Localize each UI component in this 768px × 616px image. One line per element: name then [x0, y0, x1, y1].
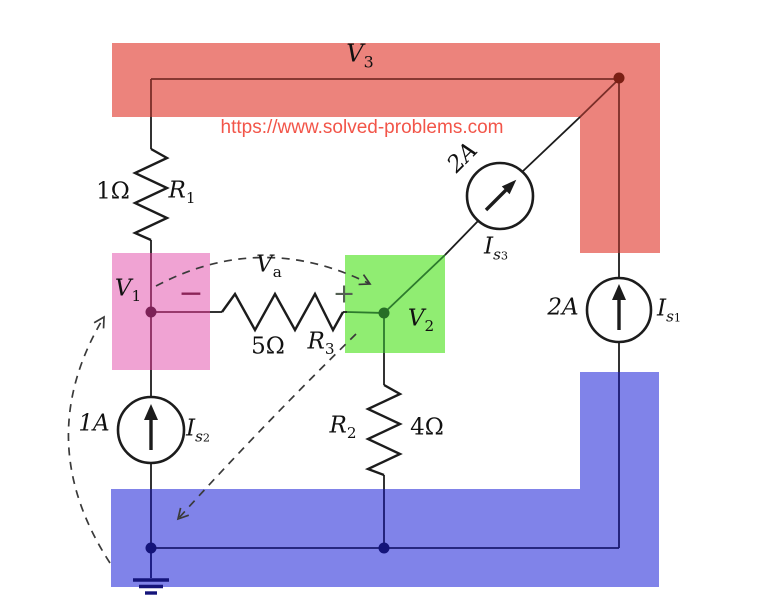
label-is2-value: 1A	[78, 410, 110, 437]
label-v3: V3	[346, 39, 374, 72]
label-minus-sign: −	[178, 276, 204, 311]
label-v2: V2	[407, 305, 435, 336]
current-source-is2	[116, 395, 186, 465]
dashed-arrow-va	[155, 256, 372, 287]
label-r3-name: R3	[307, 328, 335, 359]
current-source-is1	[585, 276, 653, 344]
label-plus-sign: +	[332, 278, 356, 310]
node-dot-ground-mid	[378, 542, 390, 554]
node-v3-highlight	[112, 43, 660, 253]
label-is2-name: Is2	[185, 415, 211, 446]
node-dot-v3	[613, 72, 625, 84]
label-v1: V1	[114, 275, 142, 306]
label-r2-name: R2	[329, 412, 357, 443]
resistor-r3	[221, 291, 345, 333]
watermark-url: https://www.solved-problems.com	[220, 117, 504, 138]
label-is1-value: 2A	[547, 294, 579, 321]
label-is1-name: Is1	[656, 295, 682, 326]
dashed-arrow-to-ground	[176, 333, 357, 521]
resistor-r1	[132, 147, 170, 242]
label-r2-value: 4Ω	[410, 414, 444, 441]
ground-node-highlight	[111, 372, 659, 587]
current-source-is3	[465, 161, 535, 231]
ground-symbol	[133, 548, 169, 595]
node-dot-v1	[145, 306, 157, 318]
resistor-r2	[364, 383, 403, 477]
dashed-arrow-to-v1	[67, 315, 111, 564]
label-r3-value: 5Ω	[251, 333, 285, 360]
label-is3-name: Is3	[483, 233, 509, 264]
label-r1-value: 1Ω	[96, 178, 130, 205]
label-va: Va	[256, 251, 282, 282]
node-dot-v2	[378, 307, 390, 319]
label-r1-name: R1	[168, 177, 196, 208]
